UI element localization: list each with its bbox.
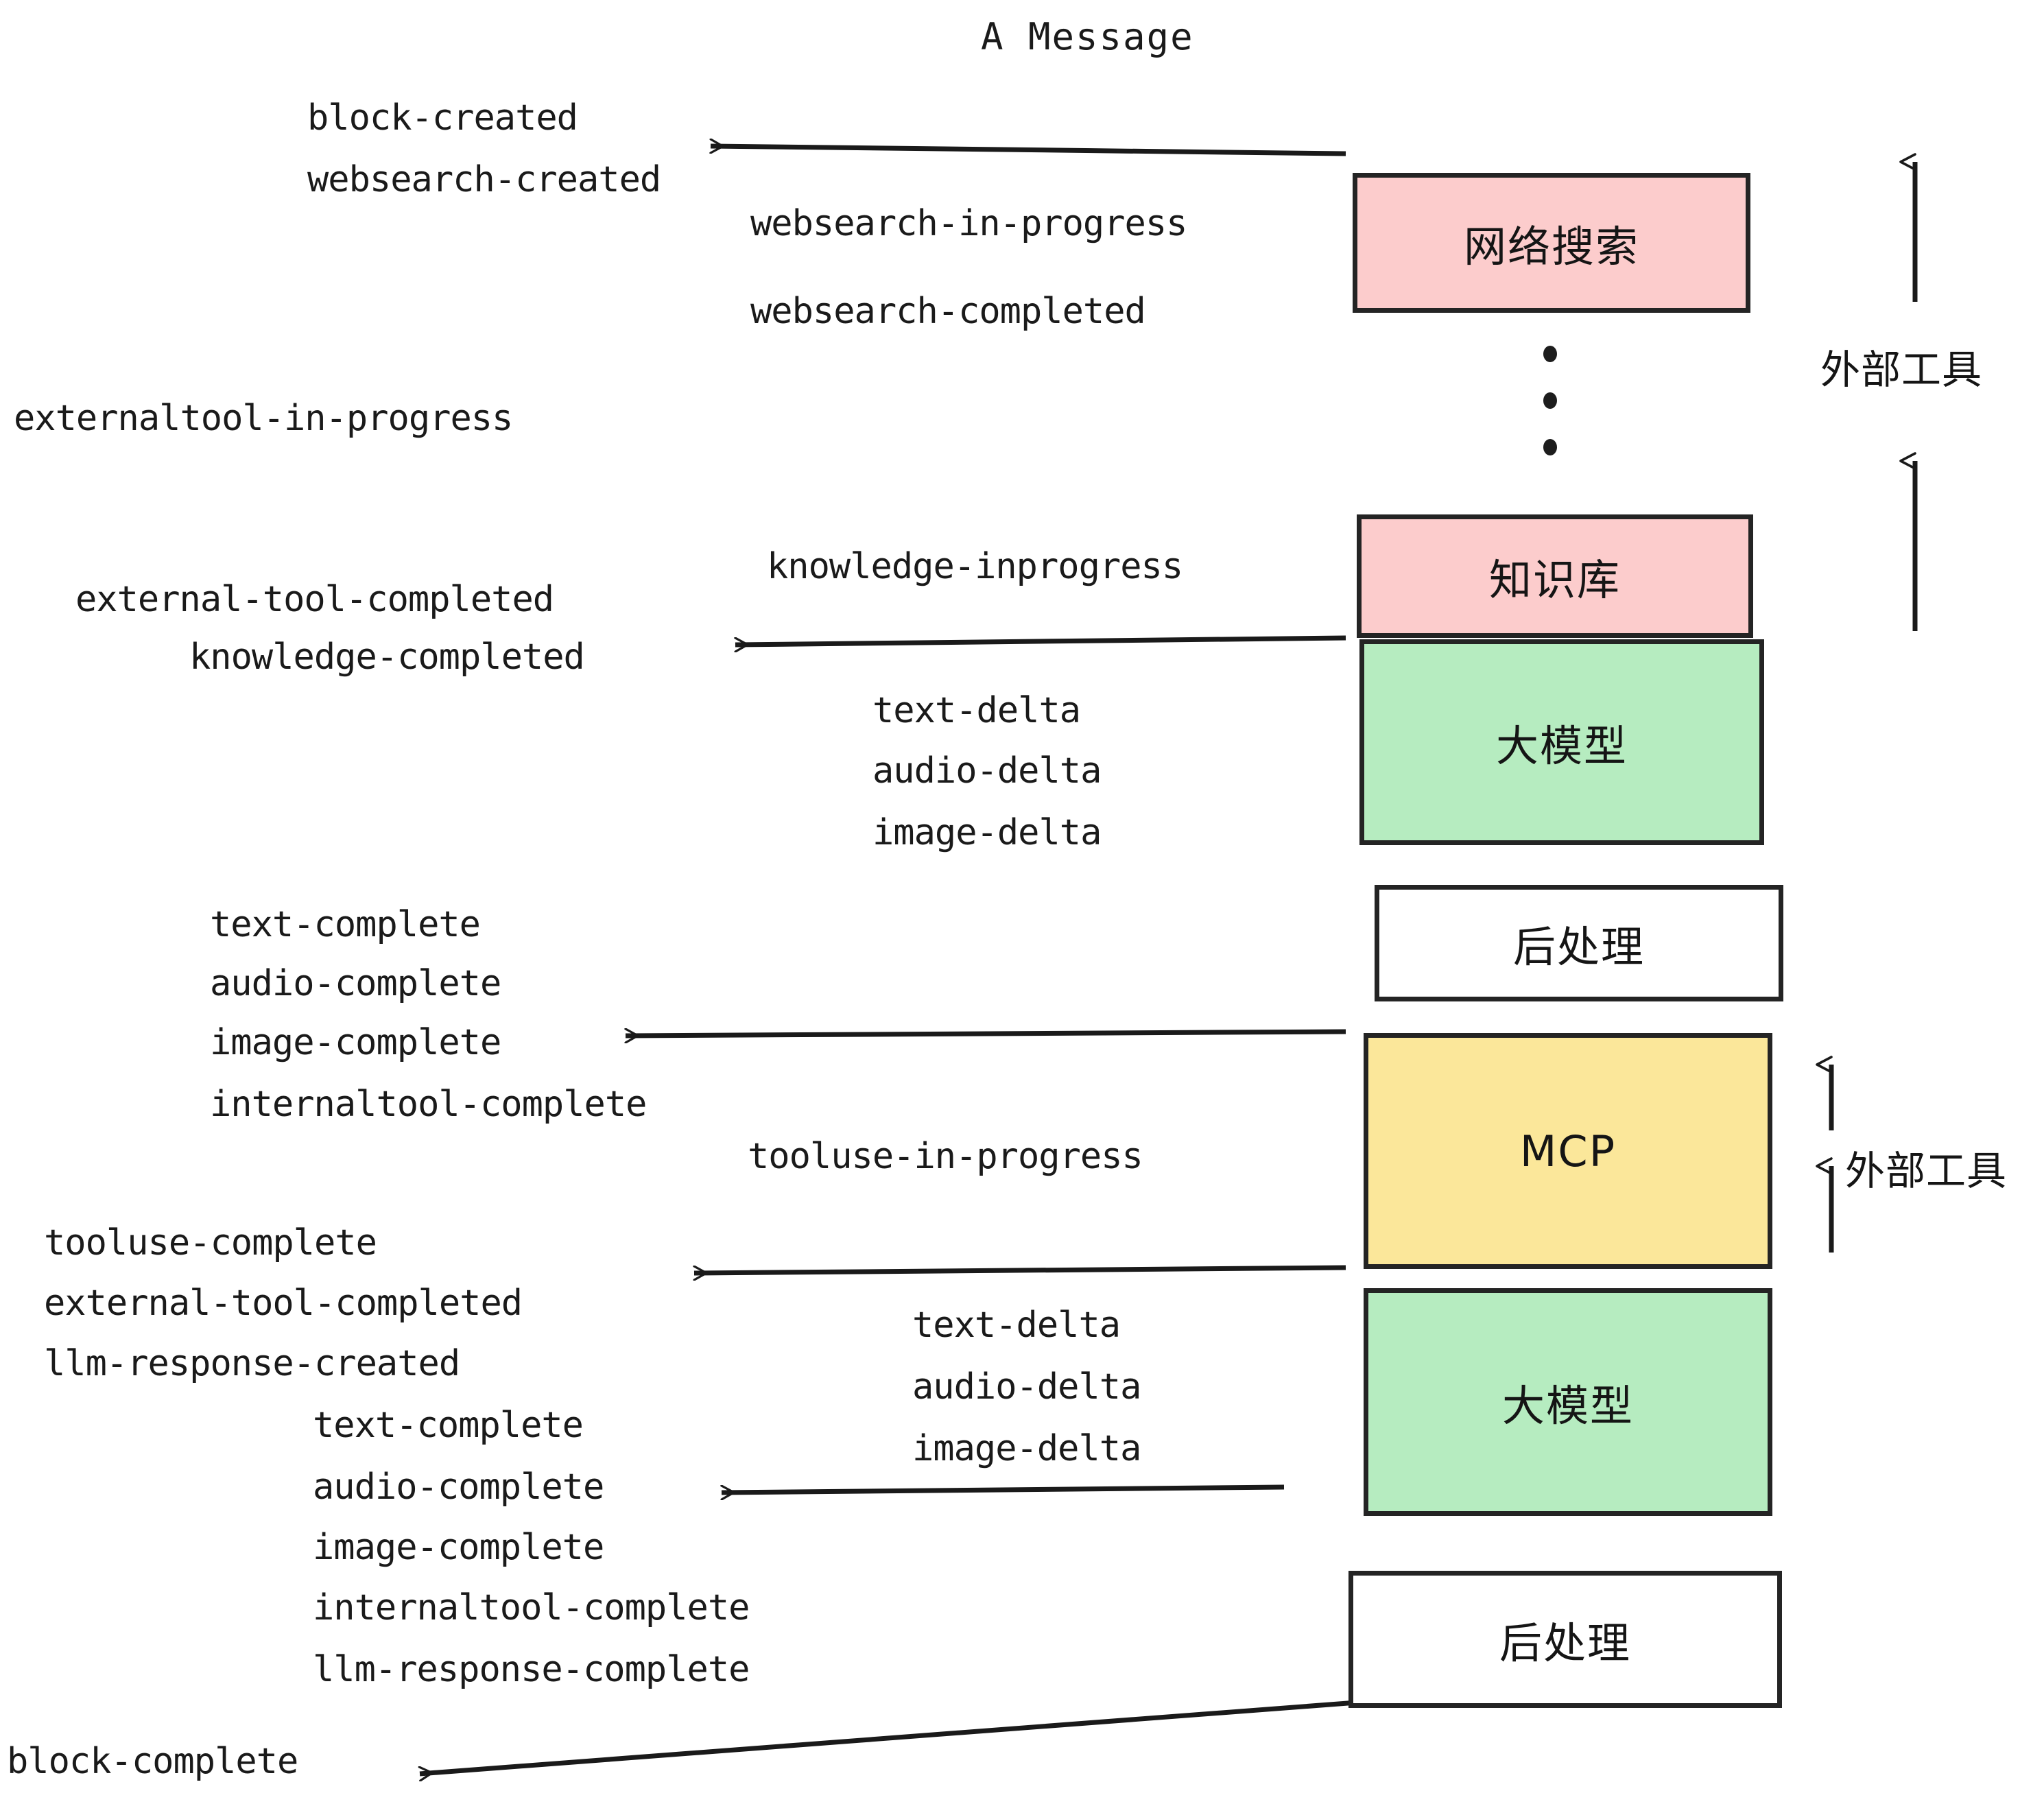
arrow-postprocess-to-blockcomplete (420, 1700, 1357, 1774)
event-audio-delta-1: audio-delta (872, 750, 1102, 792)
event-websearch-completed: websearch-completed (750, 291, 1146, 332)
arrow-mcp-to-tooluse-complete (694, 1265, 1346, 1273)
event-external-tool-completed-2: external-tool-completed (44, 1283, 523, 1324)
event-image-delta-2: image-delta (912, 1428, 1141, 1469)
page-title: A Message (981, 15, 1194, 58)
event-block-created: block-created (307, 97, 578, 139)
event-audio-complete-1: audio-complete (210, 963, 501, 1004)
event-audio-complete-2: audio-complete (313, 1467, 604, 1508)
event-audio-delta-2: audio-delta (912, 1366, 1141, 1408)
event-knowledge-completed: knowledge-completed (189, 637, 585, 678)
box-websearch[interactable]: 网络搜索 (1353, 173, 1750, 313)
event-block-complete: block-complete (7, 1741, 298, 1782)
box-postprocess-top[interactable]: 后处理 (1375, 885, 1783, 1001)
label-external-tools-top: 外部工具 (1820, 346, 1983, 393)
arrow-postprocess-to-imagecomplete (626, 1032, 1346, 1036)
label-external-tools-bottom: 外部工具 (1845, 1148, 2008, 1194)
box-knowledge[interactable]: 知识库 (1357, 514, 1753, 638)
arrow-llm-to-audiocomplete (722, 1484, 1285, 1493)
event-image-complete-2: image-complete (313, 1527, 604, 1568)
vertical-ellipsis (1543, 346, 1557, 486)
box-llm-bottom[interactable]: 大模型 (1364, 1288, 1772, 1516)
box-mcp[interactable]: MCP (1364, 1033, 1772, 1269)
event-text-delta-1: text-delta (872, 690, 1081, 731)
event-tooluse-in-progress: tooluse-in-progress (748, 1136, 1143, 1177)
arrow-websearch-to-blockcreated (711, 146, 1346, 156)
event-internaltool-complete-2: internaltool-complete (313, 1587, 750, 1628)
event-external-tool-completed-1: external-tool-completed (75, 579, 554, 620)
box-postprocess-bottom[interactable]: 后处理 (1348, 1571, 1782, 1708)
event-text-delta-2: text-delta (912, 1305, 1121, 1346)
event-internaltool-complete-1: internaltool-complete (210, 1084, 647, 1125)
arrow-knowledge-to-knowledgecompleted (735, 635, 1346, 645)
event-llm-response-complete: llm-response-complete (313, 1649, 750, 1690)
event-text-complete-2: text-complete (313, 1405, 584, 1446)
event-image-complete-1: image-complete (210, 1022, 501, 1063)
event-text-complete-1: text-complete (210, 904, 481, 945)
event-image-delta-1: image-delta (872, 812, 1102, 853)
box-llm-top[interactable]: 大模型 (1359, 639, 1764, 845)
event-websearch-created: websearch-created (307, 159, 661, 200)
event-llm-response-created: llm-response-created (44, 1343, 460, 1384)
event-externaltool-in-progress: externaltool-in-progress (14, 398, 513, 439)
event-knowledge-inprogress: knowledge-inprogress (767, 546, 1183, 587)
event-websearch-in-progress: websearch-in-progress (750, 203, 1187, 244)
event-tooluse-complete: tooluse-complete (44, 1222, 377, 1263)
